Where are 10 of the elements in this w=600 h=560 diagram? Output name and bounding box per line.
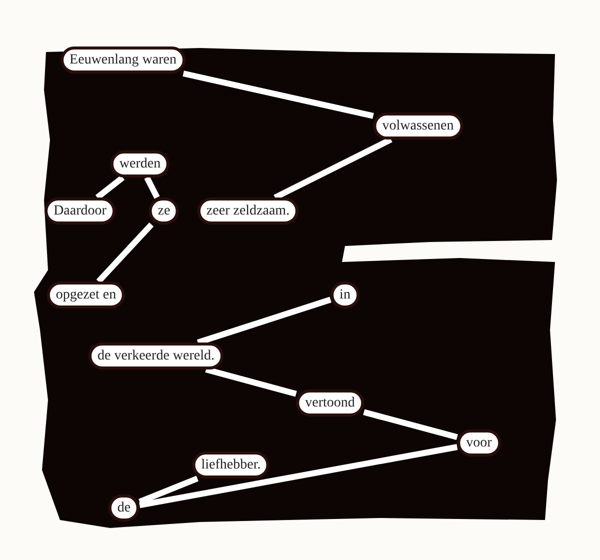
connector-line: [196, 296, 332, 346]
connector-line: [95, 175, 125, 200]
connector-line: [138, 476, 199, 505]
connector-line: [363, 409, 458, 440]
connector-line: [205, 366, 297, 397]
connector-line: [182, 70, 374, 119]
connector-line: [274, 136, 392, 200]
connector-line: [144, 176, 160, 199]
connector-line: [139, 444, 458, 508]
connector-line: [96, 222, 154, 284]
